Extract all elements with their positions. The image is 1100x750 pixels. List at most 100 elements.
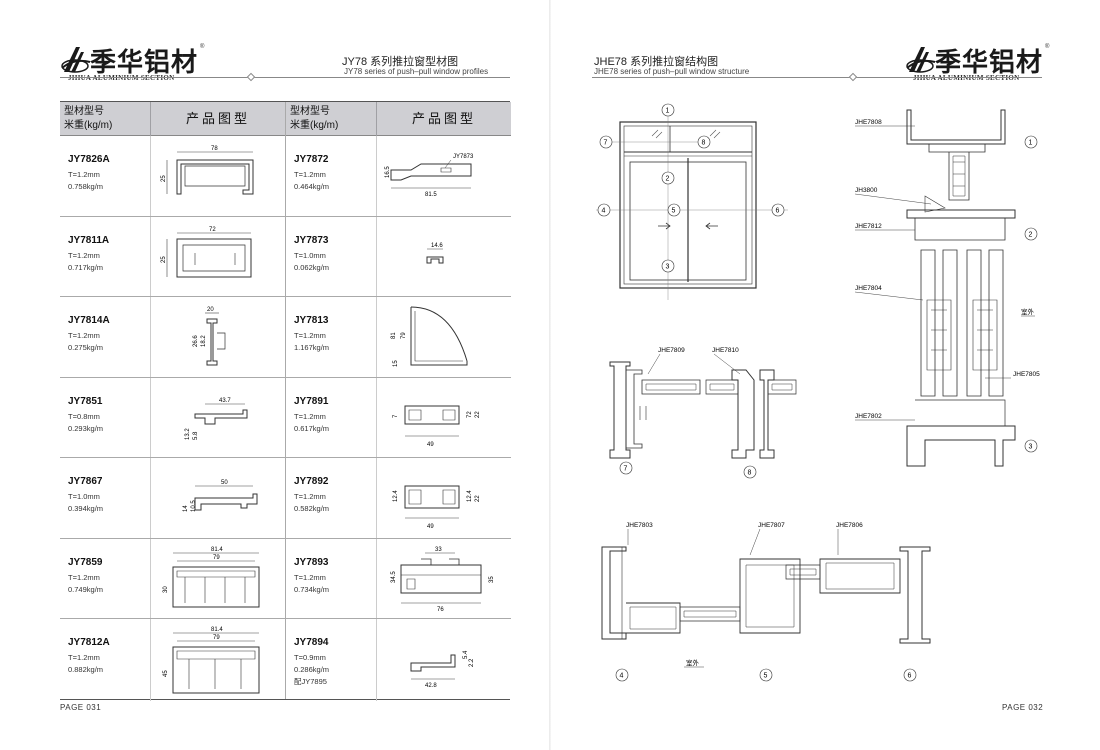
section-marker: 6 [903, 668, 917, 682]
brand-name-cn: 季华铝材 [90, 48, 199, 78]
svg-text:22: 22 [475, 410, 481, 417]
svg-text:20: 20 [207, 307, 214, 313]
svg-text:49: 49 [427, 524, 434, 530]
header-weight-label: 米重(kg/m) [290, 120, 339, 131]
table-header: 型材型号 米重(kg/m) 产品图型 [286, 102, 511, 136]
left-page-title: JY78 系列推拉窗型材图 [342, 56, 459, 68]
svg-text:81.4: 81.4 [211, 627, 223, 633]
header-type-label: 型材型号 [290, 106, 330, 117]
section-marker: 4 [597, 203, 611, 217]
profile-drawing: 33 34.5 35 76 [391, 547, 495, 613]
svg-text:30: 30 [163, 585, 169, 592]
profile-code: JY7894 [294, 637, 329, 648]
section-marker: 6 [771, 203, 785, 217]
svg-text:1: 1 [666, 108, 670, 115]
svg-text:25: 25 [161, 255, 167, 262]
svg-text:76: 76 [437, 607, 444, 613]
svg-text:5.8: 5.8 [193, 430, 199, 439]
profile-drawing: 7 72 22 49 [393, 405, 481, 448]
svg-text:81.4: 81.4 [211, 547, 223, 553]
svg-text:10.5: 10.5 [191, 500, 197, 512]
horizontal-section-drawing: JHE7803 JHE7807 JHE7806 室外 4 5 [601, 522, 931, 682]
profile-label: JHE7812 [855, 223, 882, 230]
registered-mark: ® [200, 44, 205, 50]
section-marker: 1 [1024, 135, 1038, 149]
svg-text:72: 72 [467, 410, 473, 417]
svg-text:14: 14 [183, 505, 189, 512]
profile-drawing: JY7873 16.5 81.5 [385, 154, 474, 198]
table-header: 型材型号 米重(kg/m) 产品图型 [60, 102, 285, 136]
dim-label: 25 [161, 175, 167, 182]
section-marker: 7 [624, 466, 628, 473]
svg-text:43.7: 43.7 [219, 398, 231, 404]
section-marker: 8 [697, 135, 711, 149]
svg-text:5: 5 [672, 208, 676, 215]
profile-label: JHE7805 [1013, 371, 1040, 378]
svg-text:12.4: 12.4 [393, 490, 399, 502]
section-detail-7-8: JHE7809 JHE7810 7 8 [609, 347, 797, 479]
section-marker: 2 [661, 171, 675, 185]
svg-text:4: 4 [620, 673, 624, 680]
svg-text:18.2: 18.2 [201, 335, 207, 347]
profile-label: JHE7803 [626, 522, 653, 529]
brand-name-cn: 季华铝材 [935, 48, 1044, 78]
right-page-title: JHE78 系列推拉窗结构图 [594, 56, 719, 68]
svg-text:34.5: 34.5 [391, 570, 397, 582]
profile-code: JY7872 [294, 154, 329, 165]
table-divider [376, 136, 377, 701]
profile-code: JY7892 [294, 476, 329, 487]
svg-text:42.8: 42.8 [425, 683, 437, 689]
profile-code: JY7867 [68, 476, 103, 487]
right-page-subtitle: JHE78 series of push–pull window structu… [594, 67, 750, 76]
profile-drawing: 5.4 2.2 42.8 [410, 650, 475, 689]
profile-code: JY7893 [294, 556, 329, 568]
section-marker: 1 [661, 103, 675, 117]
profile-code: JY7811A [68, 234, 110, 246]
svg-text:2.2: 2.2 [469, 658, 475, 667]
profile-code: JY7826A [68, 154, 110, 165]
svg-text:79: 79 [213, 635, 220, 641]
svg-text:5.4: 5.4 [463, 650, 469, 659]
svg-text:79: 79 [213, 555, 220, 561]
svg-text:16.5: 16.5 [385, 166, 391, 178]
svg-text:79: 79 [401, 332, 407, 339]
svg-text:13.2: 13.2 [185, 427, 191, 439]
svg-text:33: 33 [435, 547, 442, 553]
page-gutter [549, 0, 551, 750]
profile-drawing: 81 79 15 [391, 306, 468, 367]
svg-text:3: 3 [666, 264, 670, 271]
dim-label: 78 [211, 146, 218, 152]
brand-name-en: JIHUA ALUMINIUM SECTION [68, 74, 175, 82]
header-weight-label: 米重(kg/m) [64, 120, 113, 131]
profile-code: JY7814A [68, 315, 110, 326]
profile-label: JHE7809 [658, 347, 685, 354]
profile-label: JHE7804 [855, 285, 882, 292]
profile-drawing: 14.6 [426, 243, 444, 263]
svg-text:3: 3 [1029, 444, 1033, 451]
outdoor-label: 室外 [686, 658, 700, 667]
svg-text:6: 6 [776, 208, 780, 215]
profile-label: JH3800 [855, 187, 878, 194]
